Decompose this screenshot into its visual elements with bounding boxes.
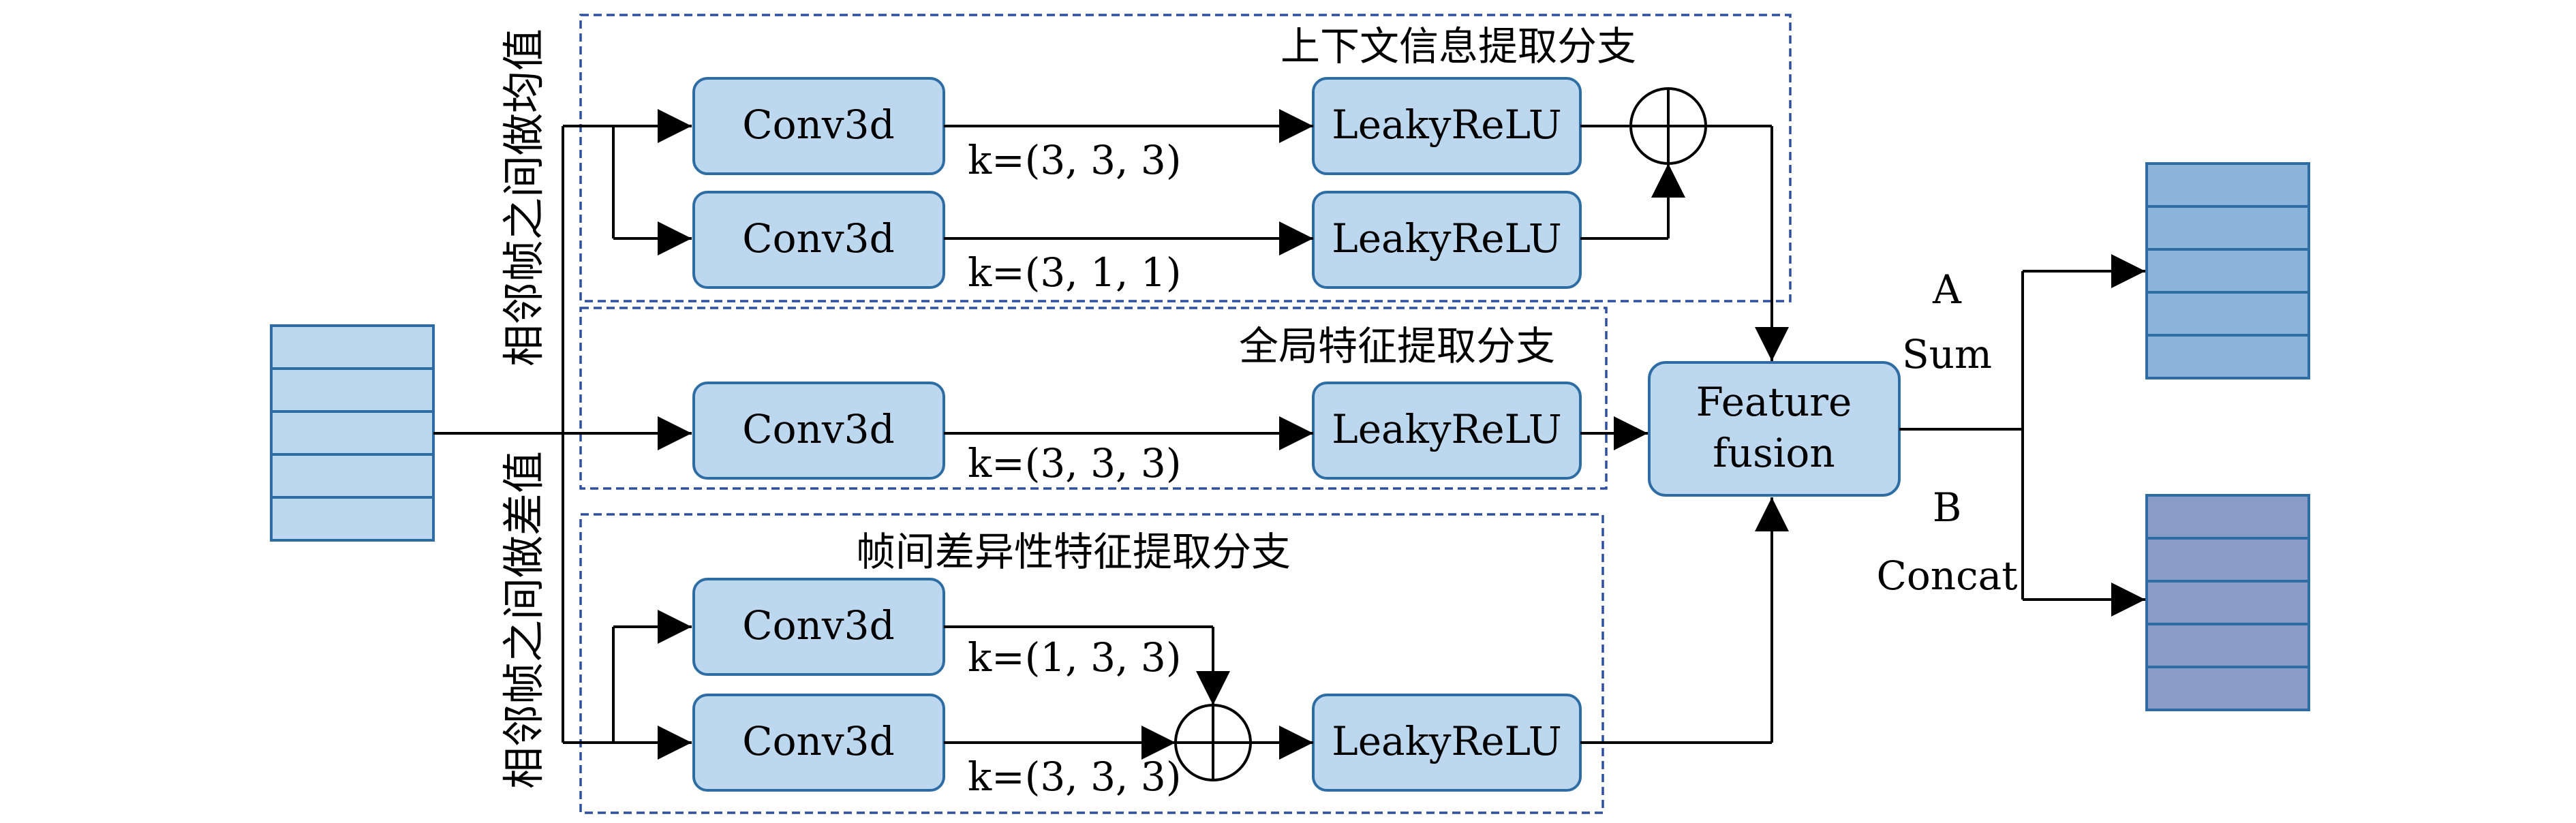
kernel-label-diff-2: k=(3, 3, 3) xyxy=(968,754,1181,800)
kernel-label-global: k=(3, 3, 3) xyxy=(968,440,1181,486)
output-a-name: Sum xyxy=(1902,331,1992,377)
output-a-letter: A xyxy=(1932,266,1962,313)
global-branch-title: 全局特征提取分支 xyxy=(1239,323,1555,369)
conv3d-label-diff-1: Conv3d xyxy=(742,602,894,649)
output-b-name: Concat xyxy=(1876,553,2017,599)
leakyrelu-label-context-1: LeakyReLU xyxy=(1332,102,1562,148)
leakyrelu-label-global: LeakyReLU xyxy=(1332,406,1562,452)
context-branch-title: 上下文信息提取分支 xyxy=(1281,23,1636,69)
conv3d-label-diff-2: Conv3d xyxy=(742,718,894,764)
leakyrelu-block-global xyxy=(1312,382,1582,480)
feature-fusion-label-1: Feature xyxy=(1696,379,1852,425)
diff-branch-title: 帧间差异性特征提取分支 xyxy=(856,529,1291,575)
diff-side-label: 相邻帧之间做差值 xyxy=(499,451,549,789)
sum-output-stack xyxy=(2145,162,2310,379)
leakyrelu-label-context-2: LeakyReLU xyxy=(1332,215,1562,262)
context-add-node xyxy=(1629,87,1707,165)
output-b-letter: B xyxy=(1933,484,1962,531)
conv3d-label-context-2: Conv3d xyxy=(742,215,894,262)
input-feature-stack xyxy=(270,324,435,542)
kernel-label-context-1: k=(3, 3, 3) xyxy=(968,137,1181,183)
kernel-label-diff-1: k=(1, 3, 3) xyxy=(968,634,1181,681)
input-connectors xyxy=(433,109,692,760)
context-branch-frame xyxy=(579,14,1792,302)
conv3d-block-global xyxy=(692,382,945,480)
concat-output-stack xyxy=(2145,494,2310,711)
mean-side-label: 相邻帧之间做均值 xyxy=(499,29,549,367)
diff-add-node xyxy=(1174,704,1252,781)
conv3d-label-global: Conv3d xyxy=(742,406,894,452)
feature-fusion-label-2: fusion xyxy=(1713,430,1835,476)
diff-branch-frame xyxy=(579,513,1604,814)
conv3d-label-context-1: Conv3d xyxy=(742,102,894,148)
leakyrelu-label-diff: LeakyReLU xyxy=(1332,718,1562,764)
global-branch-frame xyxy=(579,307,1608,490)
kernel-label-context-2: k=(3, 1, 1) xyxy=(968,249,1181,296)
